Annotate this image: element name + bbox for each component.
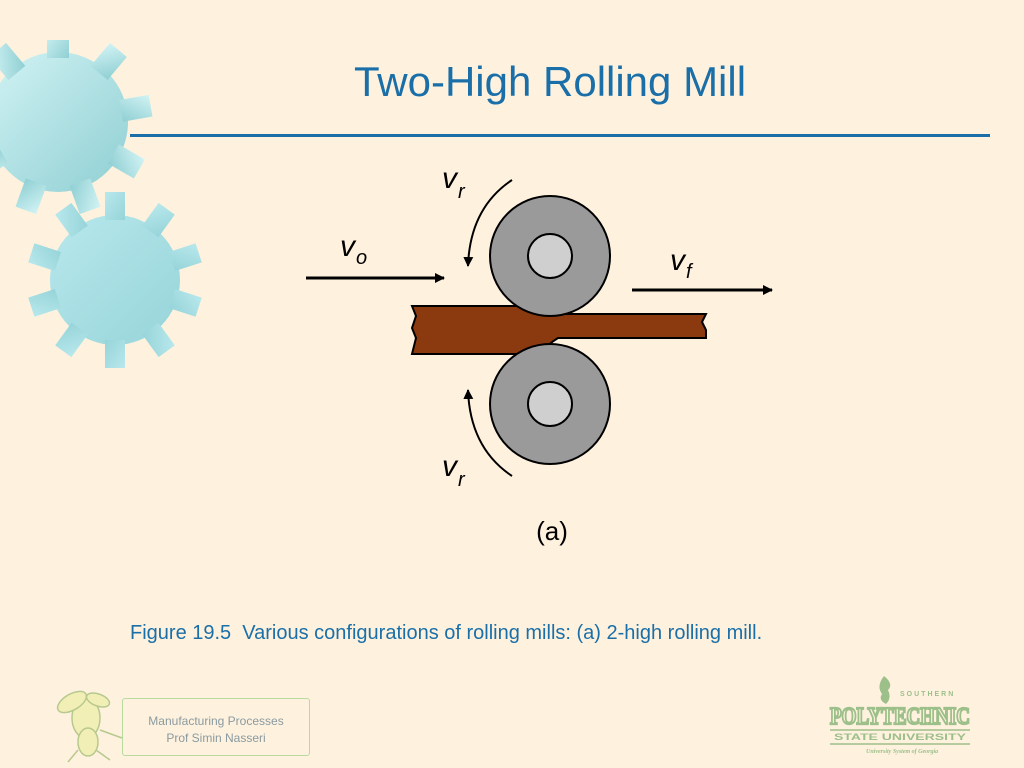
rolling-mill-diagram: v r v r v o v f (a) <box>306 162 773 546</box>
gear-icon <box>0 40 153 215</box>
footer-course-box: Manufacturing Processes Prof Simin Nasse… <box>122 698 310 756</box>
roll-velocity-label-top: v r <box>442 162 466 203</box>
panel-label: (a) <box>536 516 568 546</box>
svg-text:v: v <box>442 450 459 483</box>
svg-text:r: r <box>458 469 466 491</box>
top-roll-rotation-arrow <box>463 179 513 267</box>
gears-decoration <box>0 40 202 368</box>
top-roll <box>489 195 611 317</box>
footer-course: Manufacturing Processes <box>148 714 284 728</box>
top-roll-hub <box>527 233 573 279</box>
exit-velocity-label: v f <box>670 244 694 283</box>
bottom-roll-hub <box>527 381 573 427</box>
svg-text:v: v <box>442 162 459 195</box>
logo-top-text: SOUTHERN <box>900 691 955 698</box>
university-logo: SOUTHERN POLYTECHNIC STATE UNIVERSITY Un… <box>829 676 971 755</box>
svg-text:r: r <box>458 181 466 203</box>
hornet-mascot-icon <box>56 690 123 763</box>
logo-name-text: POLYTECHNIC <box>830 704 970 730</box>
figure-caption: Figure 19.5 Various configurations of ro… <box>130 622 763 644</box>
svg-text:f: f <box>686 261 694 283</box>
svg-text:v: v <box>340 230 357 263</box>
footer-instructor: Prof Simin Nasseri <box>166 731 266 745</box>
gear-icon <box>28 192 202 368</box>
title-divider <box>130 134 990 137</box>
slide-title: Two-High Rolling Mill <box>353 58 747 105</box>
svg-text:v: v <box>670 244 687 277</box>
roll-velocity-label-bottom: v r <box>442 450 466 491</box>
bottom-roll-rotation-arrow <box>463 389 513 477</box>
flame-icon <box>879 676 891 704</box>
logo-tagline-text: University System of Georgia <box>866 749 938 755</box>
entry-velocity-label: v o <box>340 230 367 269</box>
logo-sub-text: STATE UNIVERSITY <box>834 732 966 742</box>
bottom-roll <box>489 343 611 465</box>
svg-text:o: o <box>356 247 367 269</box>
